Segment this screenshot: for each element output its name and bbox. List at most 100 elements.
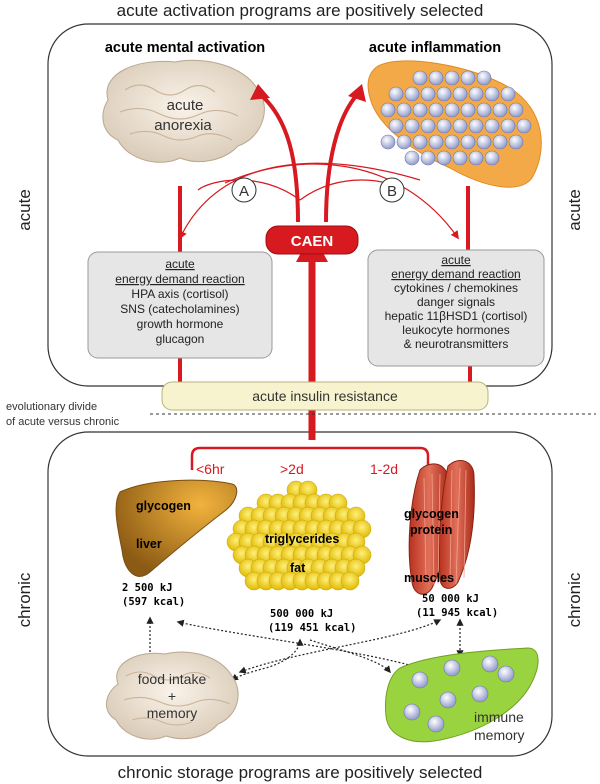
inflammatory-cell <box>460 70 476 86</box>
acute-energy-demand-right-box <box>367 249 545 367</box>
inflammatory-cell <box>428 102 444 118</box>
arrow-to-brain-head <box>250 84 270 100</box>
brain-text-line2: anorexia <box>154 117 212 134</box>
inflammatory-cell <box>436 150 452 166</box>
inflammation-tissue-image <box>367 60 542 188</box>
immune-cell <box>471 685 489 703</box>
liver-energy-kcal: (597 kcal) <box>122 596 185 608</box>
immune-memory-image <box>385 647 539 743</box>
inflammatory-cell <box>436 86 452 102</box>
inflammatory-cell <box>420 150 436 166</box>
inflammatory-cell <box>444 102 460 118</box>
immune-cell <box>481 655 499 673</box>
immune-cell <box>411 671 429 689</box>
food-intake-line2: + <box>168 688 176 704</box>
right-box-line-3: hepatic 11βHSD1 (cortisol) <box>385 309 528 323</box>
immune-cell <box>403 703 421 721</box>
inflammatory-cell <box>476 70 492 86</box>
acute-inflammation-title: acute inflammation <box>369 40 501 56</box>
chronic-left-label: chronic <box>15 572 34 627</box>
arrow-to-inflammation <box>324 94 358 223</box>
right-box-line-2: danger signals <box>417 295 495 309</box>
inflammatory-cell <box>484 86 500 102</box>
inflammatory-cell <box>452 86 468 102</box>
acute-mental-activation-title: acute mental activation <box>105 40 265 56</box>
immune-cell <box>439 691 457 709</box>
inflammatory-cell <box>476 134 492 150</box>
right-box-line-5: & neurotransmitters <box>404 337 509 351</box>
divide-label-line2: of acute versus chronic <box>6 416 120 428</box>
liver-image <box>115 479 238 577</box>
right-box-header-1: acute <box>441 253 471 267</box>
divide-label-line1: evolutionary divide <box>6 401 97 413</box>
inflammatory-cell <box>404 118 420 134</box>
brain-image <box>102 59 265 163</box>
right-box-line-1: cytokines / chemokines <box>394 281 518 295</box>
chronic-panel <box>47 431 553 757</box>
fat-energy-kj: 500 000 kJ <box>270 608 333 620</box>
inflammatory-cell <box>436 118 452 134</box>
inflammatory-cell <box>396 102 412 118</box>
left-box-line-1: HPA axis (cortisol) <box>131 287 228 301</box>
acute-right-label: acute <box>565 189 584 231</box>
inflammatory-cell <box>444 70 460 86</box>
fat-label-triglycerides: triglycerides <box>265 532 339 546</box>
muscle-image <box>408 460 475 595</box>
inflammatory-cell <box>468 150 484 166</box>
inflammatory-cell <box>476 102 492 118</box>
inflammatory-cell <box>484 118 500 134</box>
caen-box <box>265 225 359 255</box>
left-box-line-2: SNS (catecholamines) <box>120 302 239 316</box>
muscle-label-muscles: muscles <box>404 571 454 585</box>
inflammatory-cell <box>492 134 508 150</box>
acute-insulin-resistance-label: acute insulin resistance <box>252 388 398 404</box>
inflammatory-cell <box>508 134 524 150</box>
arrow-to-brain <box>260 94 300 223</box>
inflammatory-cell <box>412 70 428 86</box>
liver-label-liver: liver <box>136 537 162 551</box>
inflammatory-cell <box>500 86 516 102</box>
inflammatory-cell <box>404 150 420 166</box>
dotted-connections <box>146 616 464 681</box>
liver-label-glycogen: glycogen <box>136 499 191 513</box>
inflammatory-cell <box>444 134 460 150</box>
fat-tissue-image <box>226 480 372 591</box>
inflammatory-cell <box>508 102 524 118</box>
inflammatory-cell <box>468 86 484 102</box>
time-liver: <6hr <box>196 461 225 477</box>
top-caption: acute activation programs are positively… <box>117 1 484 20</box>
inflammatory-cell <box>404 86 420 102</box>
inflammatory-cell <box>412 134 428 150</box>
inflammatory-cell <box>380 102 396 118</box>
inflammatory-cell <box>412 102 428 118</box>
acute-insulin-resistance-box <box>161 381 489 411</box>
immune-cell <box>427 715 445 733</box>
inflammatory-cell <box>460 134 476 150</box>
circle-b-label: B <box>387 183 397 200</box>
cross-arrow-b-to-left <box>179 162 421 240</box>
inflammatory-cell <box>484 150 500 166</box>
time-fat: >2d <box>280 461 304 477</box>
food-intake-line3: memory <box>147 705 198 721</box>
inflammatory-cell <box>492 102 508 118</box>
inflammatory-cell <box>468 118 484 134</box>
caen-label: CAEN <box>291 233 334 250</box>
inflammatory-cell <box>396 134 412 150</box>
immune-cell <box>443 659 461 677</box>
liver-energy-kj: 2 500 kJ <box>122 582 173 594</box>
inflammatory-cell <box>420 118 436 134</box>
immune-cell <box>497 665 515 683</box>
brain-memory-image <box>106 651 239 740</box>
inflammatory-cell <box>428 70 444 86</box>
branch-line <box>190 446 430 470</box>
inflammatory-cell <box>452 118 468 134</box>
time-muscle: 1-2d <box>370 461 398 477</box>
food-intake-line1: food intake <box>138 671 207 687</box>
fat-label-fat: fat <box>290 561 306 575</box>
muscle-energy-kj: 50 000 kJ <box>422 593 479 605</box>
left-box-header-2: energy demand reaction <box>115 272 244 286</box>
inflammatory-cell <box>420 86 436 102</box>
inflammatory-cell <box>380 134 396 150</box>
right-box-line-4: leukocyte hormones <box>402 323 509 337</box>
